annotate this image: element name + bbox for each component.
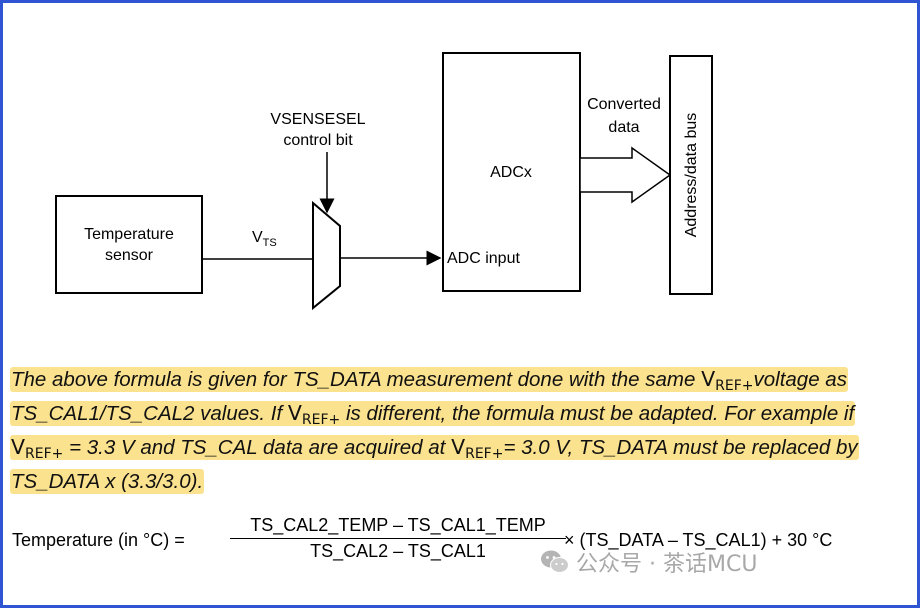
formula-numerator: TS_CAL2_TEMP – TS_CAL1_TEMP xyxy=(250,515,546,535)
address-data-bus xyxy=(669,55,713,295)
converted-data-arrow xyxy=(579,146,672,204)
wechat-icon xyxy=(540,549,570,581)
vsensesel-label: VSENSESEL xyxy=(270,111,365,128)
temperature-sensor-box xyxy=(55,195,203,294)
data-label: data xyxy=(608,119,639,136)
sensor-label-line2: sensor xyxy=(105,247,154,264)
sensor-label-line1: Temperature xyxy=(84,226,174,243)
adc-input-label: ADC input xyxy=(447,250,520,267)
formula-lhs: Temperature (in °C) = xyxy=(12,530,185,550)
note-part-3: is different, the formula must be adapte… xyxy=(340,402,855,425)
multiplexer xyxy=(312,200,341,311)
converted-label: Converted xyxy=(587,96,661,113)
formula-fraction: TS_CAL2_TEMP – TS_CAL1_TEMP TS_CAL2 – TS… xyxy=(230,515,566,562)
bus-label: Address/data bus xyxy=(683,113,700,238)
block-diagram: Temperature sensor VTS VSENSESEL control… xyxy=(55,52,713,311)
formula-note: The above formula is given for TS_DATA m… xyxy=(10,366,910,495)
note-part-2: voltage as TS_CAL1/TS_CAL2 values. If xyxy=(11,368,847,425)
watermark: 公众号 · 茶话MCU xyxy=(540,546,757,581)
watermark-text: 公众号 · 茶话MCU xyxy=(576,552,758,577)
vref-symbol: VREF+ xyxy=(11,435,64,462)
note-highlight: The above formula is given for TS_DATA m… xyxy=(10,367,859,494)
control-bit-label: control bit xyxy=(283,132,353,149)
vts-label: VTS xyxy=(252,229,277,249)
fraction-bar xyxy=(230,538,566,539)
note-part-5: = 3.0 V, TS_DATA must be replaced by TS_… xyxy=(11,436,858,493)
adc-box xyxy=(442,52,581,292)
formula-rhs: × (TS_DATA – TS_CAL1) + 30 °C xyxy=(564,530,833,550)
adc-label: ADCx xyxy=(490,164,532,181)
vref-symbol: VREF+ xyxy=(287,401,341,428)
vref-symbol: VREF+ xyxy=(701,367,754,394)
formula-denominator: TS_CAL2 – TS_CAL1 xyxy=(310,541,486,561)
vref-symbol: VREF+ xyxy=(451,435,504,462)
note-part-1: The above formula is given for TS_DATA m… xyxy=(11,368,702,391)
note-part-4: = 3.3 V and TS_CAL data are acquired at xyxy=(63,436,452,459)
